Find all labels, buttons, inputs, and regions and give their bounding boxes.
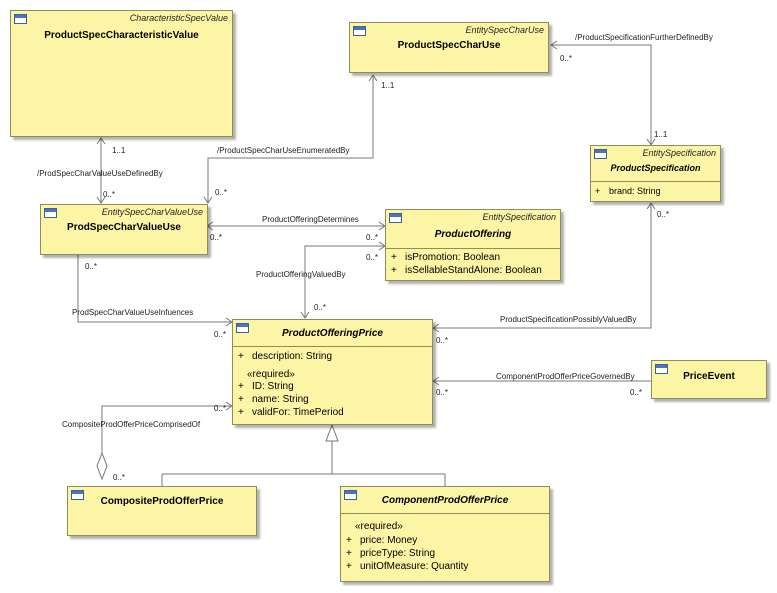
multiplicity: 0..* [85, 262, 98, 271]
class-icon [44, 208, 57, 218]
arrowhead [432, 323, 440, 333]
arrowhead [368, 74, 378, 82]
stereotype-label: EntitySpecCharValueUse [101, 207, 203, 217]
compartment-divider [341, 513, 549, 514]
multiplicity: 0..* [366, 233, 379, 242]
aggregation-diamond [96, 451, 108, 481]
compartment-divider [591, 181, 720, 182]
class-product-offering[interactable]: EntitySpecification ProductOffering +isP… [385, 209, 561, 281]
multiplicity: 0..* [366, 253, 379, 262]
class-icon [71, 490, 84, 500]
class-name: CompositeProdOfferPrice [100, 496, 224, 507]
multiplicity: 0..* [215, 188, 228, 197]
class-price-event[interactable]: PriceEvent [651, 360, 767, 399]
class-icon [236, 323, 249, 333]
multiplicity: 0..* [214, 330, 227, 339]
multiplicity: 0..* [657, 210, 670, 219]
arrowhead [203, 196, 213, 204]
connector-value-use-influences[interactable] [77, 229, 232, 323]
class-name: ProductSpecification [610, 163, 701, 173]
association-label-offering-valued-by: ProductOfferingValuedBy [256, 270, 346, 279]
multiplicity: 0..* [436, 336, 449, 345]
generalization-triangle [325, 423, 339, 442]
arrowhead [300, 311, 310, 319]
class-icon [353, 26, 366, 36]
class-composite-prod-offer-price[interactable]: CompositeProdOfferPrice [67, 486, 257, 536]
attribute-price: +price: Money [346, 535, 418, 546]
multiplicity: 1..1 [112, 146, 126, 155]
connector-possibly-valued-by[interactable] [433, 203, 652, 329]
connector-char-use-enumerated-by[interactable] [207, 75, 374, 203]
attribute-is-sellable-stand-alone: +isSellableStandAlone: Boolean [391, 265, 542, 276]
class-product-spec-char-use[interactable]: EntitySpecCharUse ProductSpecCharUse [349, 22, 549, 73]
association-label-offering-determines: ProductOfferingDetermines [262, 215, 359, 224]
multiplicity: 0..* [113, 473, 126, 482]
class-name: PriceEvent [683, 371, 735, 382]
class-icon [344, 490, 357, 500]
arrowhead [646, 202, 656, 210]
class-name: ProductSpecCharacteristicValue [44, 30, 199, 41]
multiplicity: 0..* [103, 190, 116, 199]
multiplicity: 0..* [436, 388, 449, 397]
association-label-char-use-enumerated-by: /ProductSpecCharUseEnumeratedBy [217, 146, 350, 155]
multiplicity: 1..1 [654, 130, 668, 139]
stereotype-label: EntitySpecification [482, 212, 556, 222]
class-icon [594, 149, 607, 159]
attribute-price-type: +priceType: String [346, 548, 436, 559]
class-name: ProductOffering [434, 229, 512, 240]
arrowhead [96, 196, 106, 204]
class-name: ProductSpecCharUse [397, 40, 501, 51]
arrowhead [96, 137, 106, 145]
association-label-possibly-valued-by: ProductSpecificationPossiblyValuedBy [500, 315, 637, 324]
multiplicity: 0..* [214, 404, 227, 413]
attribute-name: +name: String [238, 394, 309, 405]
association-label-value-use-defined-by: /ProdSpecCharValueUseDefinedBy [37, 169, 163, 178]
association-label-value-use-influences: ProdSpecCharValueUseInfuences [72, 308, 194, 317]
multiplicity: 0..* [560, 54, 573, 63]
attribute-valid-for: +validFor: TimePeriod [238, 407, 344, 418]
compartment-divider [233, 346, 432, 347]
attribute-brand: +brand: String [595, 186, 661, 196]
multiplicity: 1..1 [381, 81, 395, 90]
multiplicity: 0..* [630, 388, 643, 397]
arrowhead [432, 376, 440, 386]
class-name: ProdSpecCharValueUse [67, 222, 181, 233]
arrowhead [550, 40, 558, 50]
class-name: ProductOfferingPrice [282, 328, 383, 339]
attribute-id: +ID: String [238, 381, 294, 392]
connector-price-comprised-of[interactable] [101, 405, 232, 453]
required-keyword: «required» [247, 369, 295, 380]
class-name: ComponentProdOfferPrice [381, 495, 509, 506]
attribute-unit-of-measure: +unitOfMeasure: Quantity [346, 561, 469, 572]
attribute-is-promotion: +isPromotion: Boolean [391, 252, 501, 263]
stereotype-label: CharacteristicSpecValue [129, 13, 228, 23]
stereotype-label: EntitySpecCharUse [465, 25, 544, 35]
class-icon [14, 14, 27, 24]
association-label-price-comprised-of: CompositeProdOfferPriceComprisedOf [62, 420, 201, 429]
class-prod-spec-char-value-use[interactable]: EntitySpecCharValueUse ProdSpecCharValue… [40, 204, 208, 255]
association-label-price-governed-by: ComponentProdOfferPriceGovernedBy [496, 372, 635, 381]
connector-further-defined-by[interactable] [551, 44, 652, 145]
required-keyword: «required» [355, 521, 403, 532]
stereotype-label: EntitySpecification [642, 148, 716, 158]
class-product-offering-price[interactable]: ProductOfferingPrice +description: Strin… [232, 319, 433, 425]
multiplicity: 0..* [314, 303, 327, 312]
compartment-divider [386, 248, 560, 249]
connector-offering-valued-by[interactable] [304, 245, 385, 318]
class-product-specification[interactable]: EntitySpecification ProductSpecification… [590, 145, 721, 202]
multiplicity: 0..* [210, 233, 223, 242]
class-icon [389, 213, 402, 223]
association-label-further-defined-by: /ProductSpecificationFurtherDefinedBy [575, 33, 713, 42]
attribute-description: +description: String [238, 351, 333, 362]
class-component-prod-offer-price[interactable]: ComponentProdOfferPrice «required» +pric… [340, 486, 550, 582]
class-icon [655, 364, 668, 374]
class-product-spec-characteristic-value[interactable]: CharacteristicSpecValue ProductSpecChara… [10, 10, 233, 137]
